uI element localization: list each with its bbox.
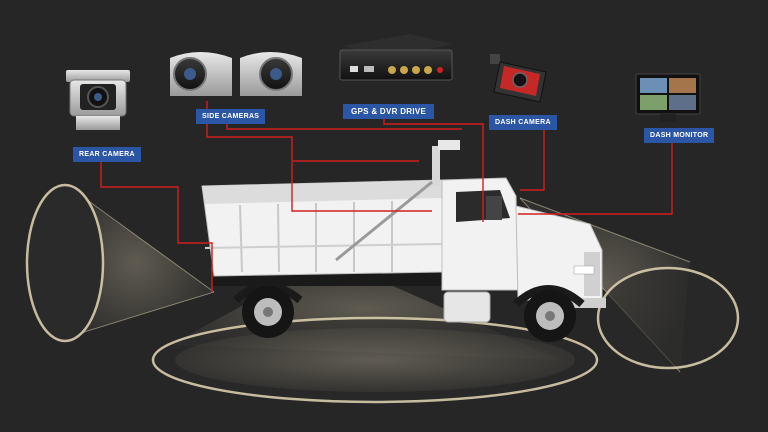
gps-dvr-image [339,34,453,81]
dash-monitor-label: DASH MONITOR [644,128,715,143]
rear-camera-image [66,70,130,130]
dash-camera-label: DASH CAMERA [489,115,557,130]
dash-camera-image [490,54,547,103]
side-cameras-image [170,52,302,96]
rear-camera-label: REAR CAMERA [73,147,141,162]
side-cameras-label: SIDE CAMERAS [196,109,266,124]
gps-dvr-label: GPS & DVR DRIVE [343,104,435,119]
rear-view-cone [25,183,215,343]
front-wheel [524,290,576,342]
rear-wheel [242,286,294,338]
dash-monitor-image [635,73,701,122]
